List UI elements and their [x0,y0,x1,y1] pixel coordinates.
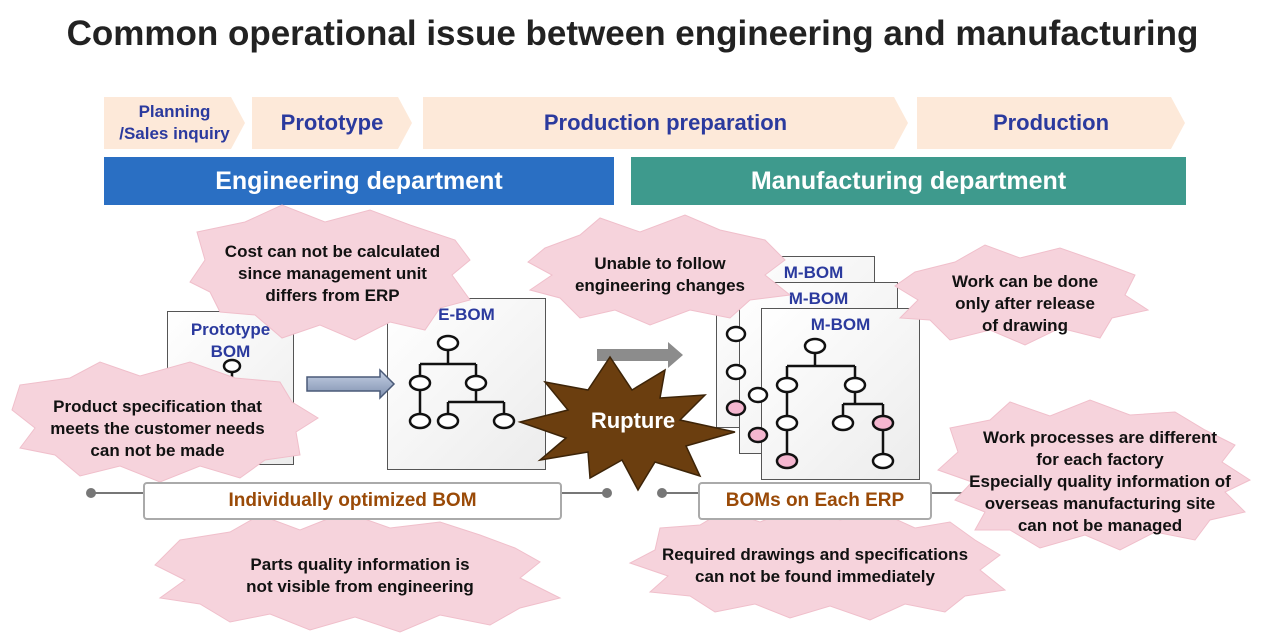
issue-quality: Parts quality information is not visible… [205,554,515,598]
issue-spec-line-1: Product specification that [53,397,262,416]
phase-prototype: Prototype [252,97,412,149]
ebom-label: E-BOM [438,305,495,324]
engineering-department-bar: Engineering department [104,157,614,205]
burst-process [937,399,1252,551]
burst-changes [527,214,792,326]
issue-changes: Unable to follow engineering changes [555,253,765,297]
issue-changes-line-2: engineering changes [574,276,746,295]
issue-drawings-line-2: can not be found immediately [695,567,935,586]
issue-process-line-2: for each factory [1036,450,1164,469]
issue-spec-line-3: can not be made [90,441,225,460]
arrow-ebom-to-mbom [597,342,683,368]
issue-changes-line-1: Unable to follow [594,254,726,273]
phase-planning-line-1: Planning [138,102,211,121]
burst-cost [189,204,471,341]
issue-drawings: Required drawings and specifications can… [640,544,990,588]
issue-release: Work can be done only after release of d… [920,271,1130,337]
issue-spec-line-2: meets the customer needs [50,419,265,438]
burst-spec [11,361,319,483]
phase-planning: Planning /Sales inquiry [104,97,245,149]
issue-cost: Cost can not be calculated since managem… [205,241,460,307]
rupture-label: Rupture [590,408,676,433]
page-title: Common operational issue between enginee… [66,14,1199,53]
phase-production-preparation: Production preparation [423,97,908,149]
issue-process-line-4: overseas manufacturing site [984,494,1216,513]
prototype-bom-label-1: Prototype [190,320,271,339]
phase-planning-line-2: /Sales inquiry [119,124,230,143]
mbom-tree [775,337,895,470]
ebom-tree [408,334,516,430]
arrow-prototype-to-ebom [306,368,396,400]
issue-drawings-line-1: Required drawings and specifications [661,545,969,564]
issue-release-line-1: Work can be done [951,272,1099,291]
rupture-burst [517,355,736,492]
issue-process-line-1: Work processes are different [983,428,1217,447]
mbom-label-middle: M-BOM [788,289,849,308]
mbom-label-front: M-BOM [810,315,871,334]
issue-bursts [11,204,1252,633]
mbom-label-back: M-BOM [783,263,844,282]
mbom-back-tree-fragments [725,325,769,444]
issue-release-line-3: of drawing [982,316,1068,335]
manufacturing-department-bar: Manufacturing department [631,157,1186,205]
issue-process-line-3: Especially quality information of [969,472,1231,491]
issue-spec: Product specification that meets the cus… [30,396,285,462]
issue-cost-line-3: differs from ERP [265,286,400,305]
issue-process: Work processes are different for each fa… [955,427,1245,537]
prototype-bom-label-2: BOM [210,342,251,361]
issue-quality-line-2: not visible from engineering [246,577,474,596]
issue-quality-line-1: Parts quality information is [250,555,470,574]
issue-cost-line-2: since management unit [238,264,427,283]
boms-on-each-erp-pill: BOMs on Each ERP [698,482,932,520]
issue-process-line-5: can not be managed [1017,516,1183,535]
phase-production: Production [917,97,1185,149]
issue-release-line-2: only after release [955,294,1095,313]
issue-cost-line-1: Cost can not be calculated [224,242,441,261]
burst-release [894,244,1150,346]
individually-optimized-bom-pill: Individually optimized BOM [143,482,562,520]
